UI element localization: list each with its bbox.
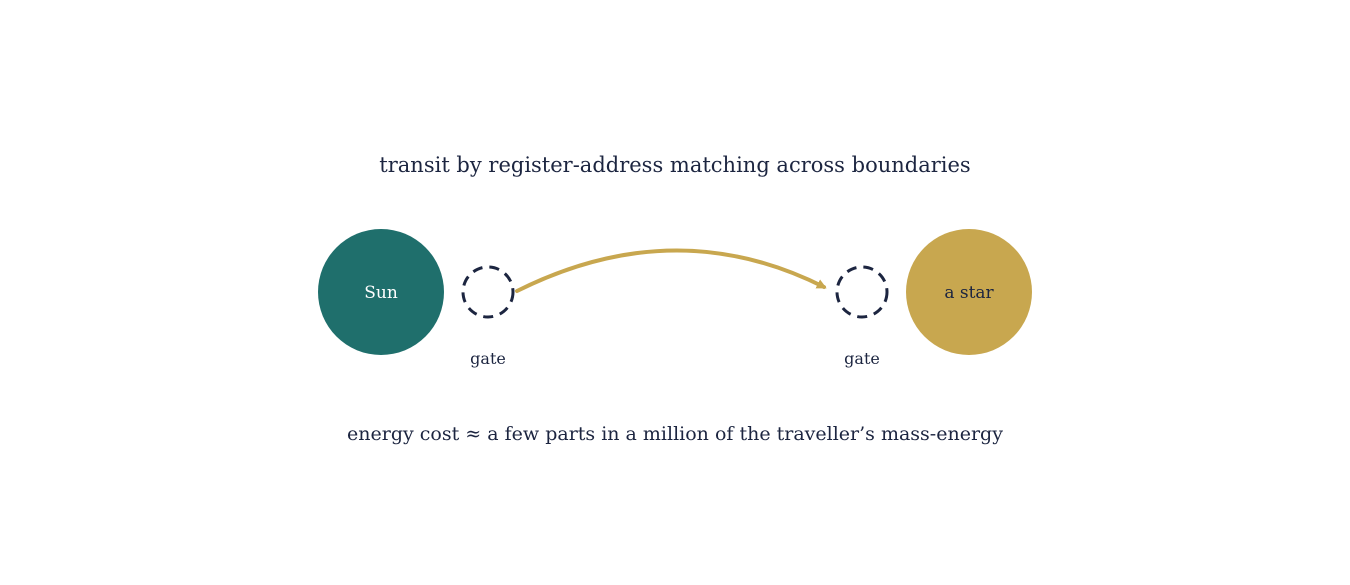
sun-node: Sun bbox=[318, 229, 444, 355]
star-node: a star bbox=[906, 229, 1032, 355]
diagram-title: transit by register-address matching acr… bbox=[379, 153, 970, 177]
left-gate: gate bbox=[461, 265, 515, 368]
right-gate: gate bbox=[835, 265, 889, 368]
star-circle bbox=[906, 229, 1032, 355]
energy-cost-note: energy cost ≈ a few parts in a million o… bbox=[347, 423, 1003, 445]
sun-label: Sun bbox=[364, 283, 398, 303]
right-gate-circle bbox=[835, 265, 889, 319]
right-gate-label: gate bbox=[844, 349, 880, 368]
transit-arrow bbox=[515, 248, 827, 293]
star-label: a star bbox=[944, 283, 994, 303]
left-gate-label: gate bbox=[470, 349, 506, 368]
left-gate-circle bbox=[461, 265, 515, 319]
sun-circle bbox=[318, 229, 444, 355]
